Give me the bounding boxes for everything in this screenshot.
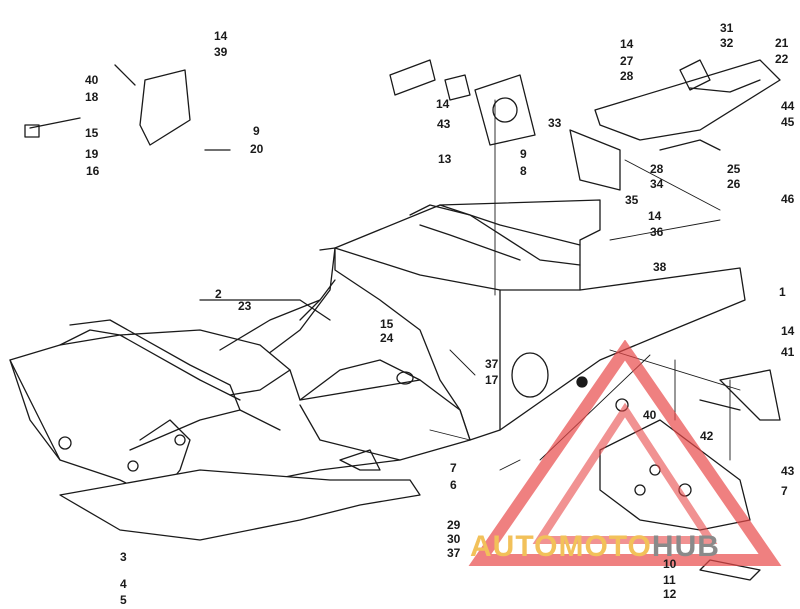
callout: 30 [447, 532, 461, 546]
callout: 28 [620, 69, 634, 83]
callout: 28 [650, 162, 664, 176]
callout: 38 [653, 260, 667, 274]
callout: 40 [85, 73, 99, 87]
callout: 37 [485, 357, 499, 371]
callout: 15 [380, 317, 394, 331]
callout: 34 [650, 177, 664, 191]
callout: 46 [781, 192, 795, 206]
callout: 25 [727, 162, 741, 176]
watermark-text-part2: HUB [651, 530, 720, 563]
callout: 21 [775, 36, 789, 50]
callout: 10 [663, 557, 677, 571]
callout: 17 [485, 373, 499, 387]
callout: 36 [650, 225, 664, 239]
callout: 41 [781, 345, 795, 359]
callout: 14 [436, 97, 450, 111]
callout: 37 [447, 546, 461, 560]
steering-bracket [569, 59, 781, 191]
callout: 1 [779, 285, 786, 299]
callout: 32 [720, 36, 734, 50]
callout: 12 [663, 587, 677, 601]
watermark-text-part1: AUTOMOTO [470, 530, 652, 563]
callout: 20 [250, 142, 264, 156]
callout: 35 [625, 193, 639, 207]
callout: 33 [548, 116, 562, 130]
callout: 11 [663, 573, 676, 587]
callout: 2 [215, 287, 222, 301]
callout: 13 [438, 152, 452, 166]
callout: 45 [781, 115, 795, 129]
callout: 19 [85, 147, 99, 161]
callout: 16 [86, 164, 100, 178]
callout: 14 [781, 324, 795, 338]
callout: 43 [781, 464, 795, 478]
callout: 14 [214, 29, 228, 43]
callout: 6 [450, 478, 457, 492]
callout: 29 [447, 518, 461, 532]
callout: 15 [85, 126, 99, 140]
callout: 24 [380, 331, 394, 345]
hood-bracket [24, 64, 231, 151]
callout: 7 [450, 461, 457, 475]
callout: 9 [520, 147, 527, 161]
callout: 44 [781, 99, 795, 113]
callout: 31 [720, 21, 734, 35]
belly-pan [59, 469, 421, 541]
callout: 18 [85, 90, 99, 104]
front-bulkhead [9, 299, 471, 501]
callout: 43 [437, 117, 451, 131]
callout: 23 [238, 299, 252, 313]
console-bracket [389, 59, 536, 146]
callout: 4 [120, 577, 127, 591]
callout: 8 [520, 164, 527, 178]
callout: 39 [214, 45, 228, 59]
callout: 26 [727, 177, 741, 191]
callout: 27 [620, 54, 634, 68]
callout: 7 [781, 484, 788, 498]
callout: 9 [253, 124, 260, 138]
callout: 42 [700, 429, 714, 443]
callout: 14 [620, 37, 634, 51]
watermark-text: AUTOMOTOHUB [470, 530, 720, 564]
callout: 40 [643, 408, 657, 422]
callout: 14 [648, 209, 662, 223]
callout: 22 [775, 52, 789, 66]
callout: 3 [120, 550, 127, 564]
callout: 5 [120, 593, 127, 607]
